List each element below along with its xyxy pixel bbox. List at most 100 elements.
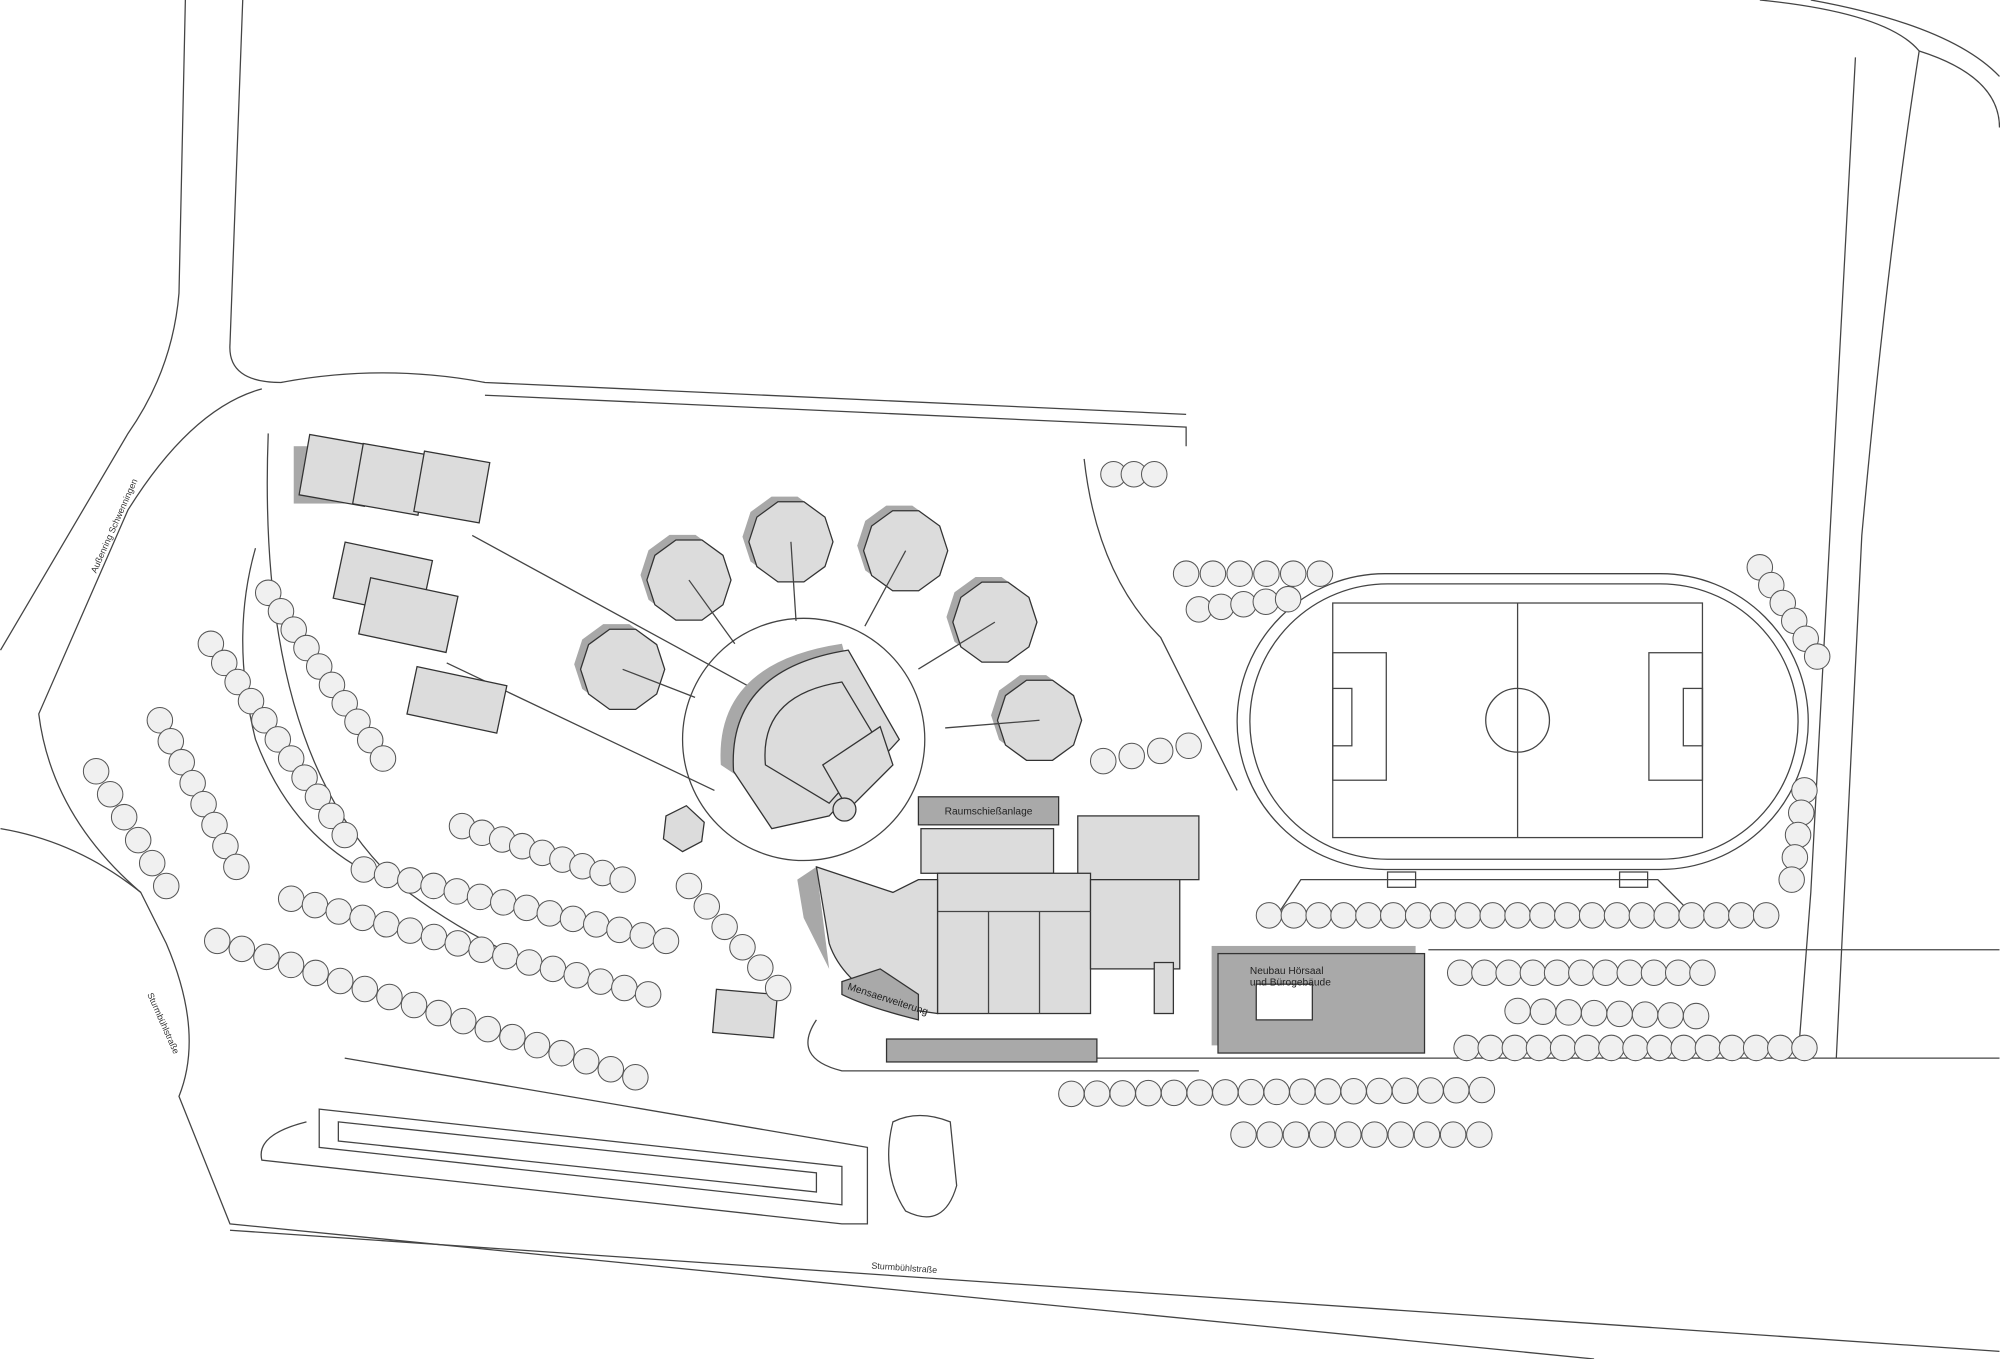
tree (711, 913, 738, 941)
tree (203, 927, 231, 955)
tree (1212, 1079, 1239, 1106)
tree (1413, 1121, 1441, 1148)
tree (1622, 1034, 1649, 1062)
tree (587, 968, 614, 995)
tree (1274, 585, 1302, 613)
tree (1466, 1121, 1493, 1148)
label-new-building-2: und Bürogebäude (1250, 977, 1331, 988)
tree (251, 707, 278, 734)
new-lecture-hall-building: Neubau Hörsaal und Bürogebäude (1211, 945, 1426, 1054)
tree (1083, 1080, 1111, 1107)
tree (1335, 1121, 1362, 1148)
tree (1263, 1078, 1290, 1106)
tree (449, 1007, 477, 1035)
tree (492, 942, 519, 970)
tree (764, 974, 792, 1002)
sports-stadium (1236, 573, 1809, 919)
tree (1454, 902, 1482, 929)
tree (729, 933, 756, 961)
label-road-south-west: Sturmbühlstraße (145, 991, 181, 1055)
tree (1380, 902, 1407, 929)
tree (1340, 1077, 1367, 1105)
tree (693, 893, 721, 920)
tree (652, 927, 680, 955)
tree (1109, 1080, 1136, 1107)
tree (1366, 1077, 1393, 1105)
tree (124, 826, 152, 854)
tree (499, 1023, 526, 1051)
tree (1653, 902, 1681, 929)
tree (1186, 1079, 1213, 1106)
tree (1417, 1077, 1444, 1104)
tree (1140, 460, 1168, 488)
tree (1752, 902, 1780, 929)
tree (168, 748, 195, 776)
tree (96, 780, 124, 808)
tree (326, 967, 354, 995)
tree (1160, 1079, 1188, 1107)
tree (1330, 902, 1357, 929)
tree (523, 1031, 551, 1059)
tree (373, 911, 400, 938)
tree (1682, 1002, 1710, 1030)
tree (1090, 747, 1117, 775)
tree (190, 790, 217, 818)
tree (351, 975, 379, 1003)
tree (1580, 999, 1608, 1027)
tree (1573, 1034, 1601, 1062)
tree (1606, 1000, 1633, 1028)
tree (369, 745, 397, 772)
tree (443, 878, 471, 905)
tree (1468, 1076, 1496, 1104)
tree (1477, 1034, 1504, 1062)
tree (1058, 1080, 1085, 1108)
tree (1391, 1077, 1419, 1104)
tree (1504, 902, 1531, 929)
tree (1803, 643, 1831, 670)
tree (179, 769, 206, 797)
tree (1442, 1076, 1470, 1104)
tree (267, 597, 295, 625)
tree (1742, 1034, 1770, 1062)
tree (1784, 821, 1812, 849)
tree (264, 726, 292, 753)
tree (1657, 1002, 1684, 1029)
tree (1670, 1034, 1698, 1062)
tree (280, 616, 307, 643)
tree (1703, 902, 1730, 929)
tree (1446, 959, 1474, 986)
tree (1791, 1034, 1818, 1062)
tree (318, 802, 345, 830)
tree (583, 911, 610, 938)
tree (1252, 588, 1280, 615)
tree (1439, 1121, 1467, 1148)
tree (1501, 1034, 1529, 1062)
tree (1172, 560, 1200, 587)
tree (513, 894, 540, 922)
tree (1429, 902, 1457, 929)
tree (1787, 799, 1815, 826)
tree (1471, 959, 1498, 986)
tree (291, 764, 318, 791)
tree (515, 949, 543, 976)
tree (1554, 902, 1581, 929)
tree (349, 904, 376, 932)
tree (1314, 1078, 1342, 1105)
tree (1529, 902, 1556, 929)
tree (1256, 1121, 1283, 1148)
tree (325, 898, 353, 925)
tree (1592, 959, 1619, 986)
tree (1207, 593, 1235, 621)
tree (1495, 959, 1522, 986)
tree (400, 991, 428, 1019)
tree (675, 872, 703, 900)
tree (302, 959, 329, 987)
tree (277, 951, 305, 979)
tree (1230, 591, 1257, 618)
tree (563, 962, 591, 989)
label-new-building-1: Neubau Hörsaal (1250, 966, 1324, 977)
tree (1146, 737, 1174, 765)
label-road-west: Außenring Schwenningen (89, 477, 140, 574)
